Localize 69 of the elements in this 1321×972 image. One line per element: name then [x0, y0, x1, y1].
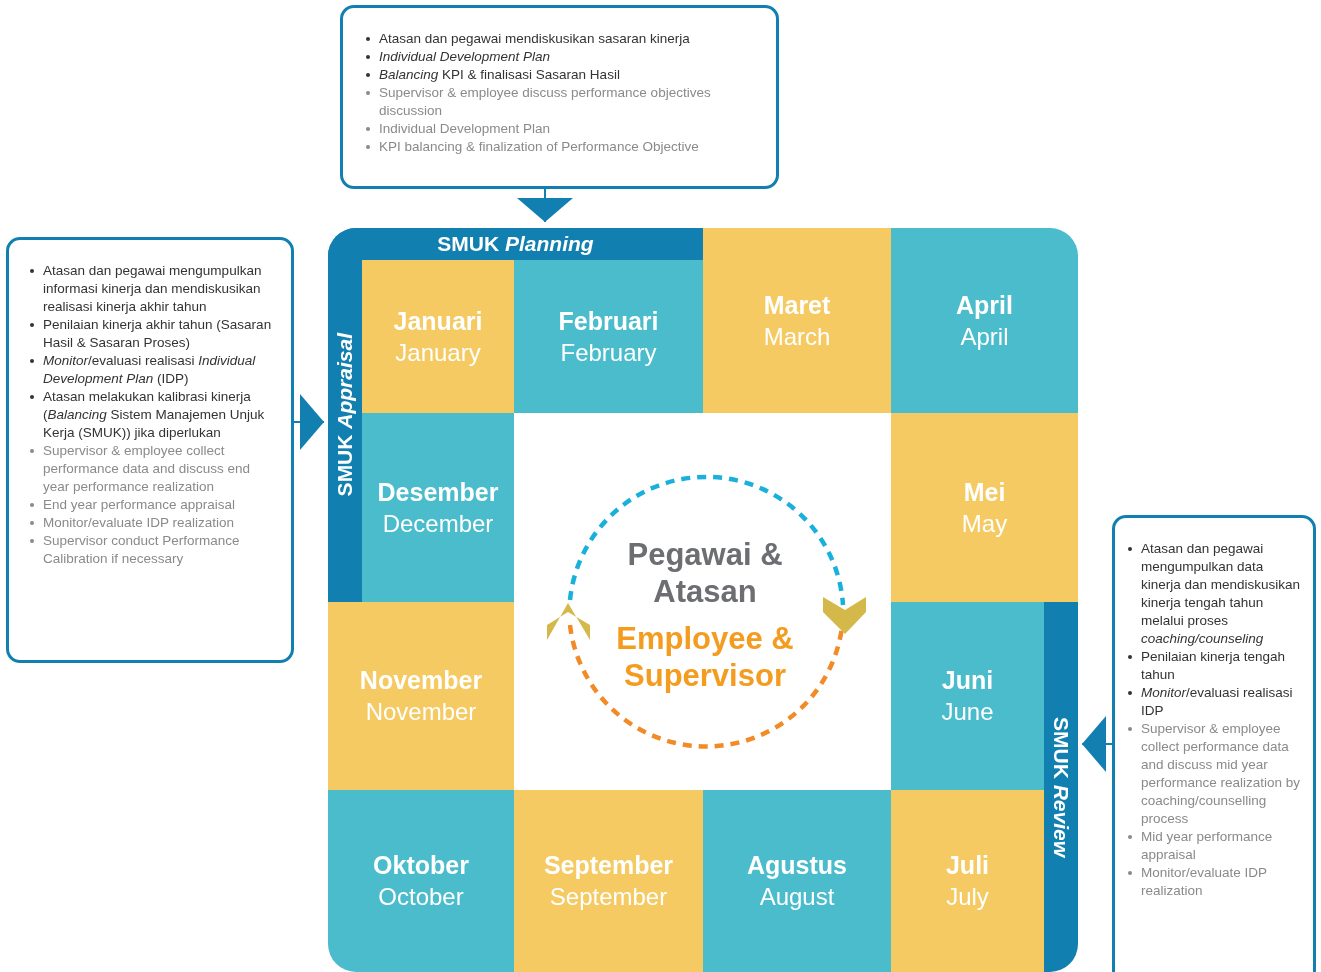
month-tile [703, 790, 891, 972]
bullet-text: Supervisor & employee collect performance data and discuss mid year performance realization by coaching/counselling process [1141, 721, 1301, 826]
pointer-arrow [293, 394, 325, 450]
month-translation: March [763, 321, 831, 352]
bullet-text: Supervisor & employee discuss performance objectives discussion [379, 85, 711, 118]
month-translation: August [759, 882, 835, 912]
month-name: Mei [963, 476, 1006, 508]
month-name: April [956, 289, 1013, 321]
month-translation: July [946, 882, 989, 912]
bullet-text: Individual Development Plan [379, 121, 551, 136]
month-translation: September [549, 882, 668, 912]
month-tile [891, 413, 1078, 602]
center-title: Pegawai & Atasan [626, 536, 784, 610]
phase-title: SMUK Appraisal [333, 333, 357, 497]
month-translation: January [395, 337, 481, 368]
bullet-text: Mid year performance appraisal [1141, 829, 1273, 862]
month-translation: April [960, 321, 1009, 352]
bullet-text: Atasan dan pegawai mengumpulkan data kinerja dan mendiskusikan kinerja tengah tahun melalui proses coaching/counseling [1141, 541, 1301, 646]
bullet-text: Supervisor conduct Performance Calibration if necessary [43, 533, 240, 566]
month-name: Januari [393, 305, 483, 337]
pointer-arrow [517, 188, 573, 223]
bullet-text: Monitor/evaluasi realisasi IDP [1141, 685, 1293, 718]
bullet-text: Atasan dan pegawai mendiskusikan sasaran kinerja [379, 31, 690, 46]
month-tile [362, 413, 514, 602]
month-name: Oktober [373, 850, 469, 881]
month-translation: June [941, 697, 994, 727]
bullet-text: Balancing KPI & finalisasi Sasaran Hasil [379, 67, 620, 82]
month-tile [362, 260, 514, 413]
bullet-text: End year performance appraisal [43, 497, 236, 512]
month-tile [891, 228, 1078, 413]
callout-box [340, 5, 779, 189]
bullet-text: KPI balancing & finalization of Performance Objective [379, 139, 699, 154]
bullet-text: Monitor/evaluate IDP realization [43, 515, 235, 530]
callout-box [6, 237, 294, 663]
month-tile [703, 228, 891, 413]
callout-box [1112, 515, 1316, 972]
month-name: Februari [558, 305, 659, 337]
phase-title: SMUK Planning [437, 232, 594, 256]
month-translation: February [560, 337, 657, 368]
month-translation: December [382, 508, 494, 539]
pointer-arrow [1081, 716, 1113, 772]
month-name: Agustus [747, 850, 847, 881]
center-subtitle: Employee & Supervisor [615, 620, 795, 694]
month-tile [891, 602, 1044, 790]
month-tile [514, 790, 703, 972]
month-name: Desember [377, 476, 499, 508]
month-translation: November [365, 697, 477, 727]
month-name: September [543, 850, 674, 881]
bullet-text: Penilaian kinerja akhir tahun (Sasaran Hasil & Sasaran Proses) [43, 317, 272, 350]
bullet-text: Atasan melakukan kalibrasi kinerja (Balancing Sistem Manajemen Unjuk Kerja (SMUK)) jika diperlukan [43, 389, 265, 440]
bullet-text: Individual Development Plan [379, 49, 551, 64]
bullet-text: Supervisor & employee collect performance data and discuss end year performance realization [43, 443, 251, 494]
bullet-text: Monitor/evaluasi realisasi Individual Development Plan (IDP) [43, 353, 256, 386]
month-name: Juni [941, 665, 994, 696]
month-tile [891, 790, 1044, 972]
month-translation: May [961, 508, 1008, 539]
month-name: November [359, 665, 483, 696]
bullet-text: Monitor/evaluate IDP realization [1141, 865, 1267, 898]
phase-title: SMUK Review [1049, 716, 1073, 857]
month-translation: October [378, 882, 464, 912]
bullet-text: Penilaian kinerja tengah tahun [1141, 649, 1286, 682]
month-name: Maret [763, 289, 831, 321]
month-name: Juli [945, 850, 990, 881]
phase-band [328, 228, 362, 602]
month-tile [328, 602, 514, 790]
month-tile [328, 790, 514, 972]
phase-band [1044, 602, 1078, 972]
bullet-text: Atasan dan pegawai mengumpulkan informasi kinerja dan mendiskusikan realisasi kinerja akhir tahun [43, 263, 262, 314]
month-tile [514, 260, 703, 413]
